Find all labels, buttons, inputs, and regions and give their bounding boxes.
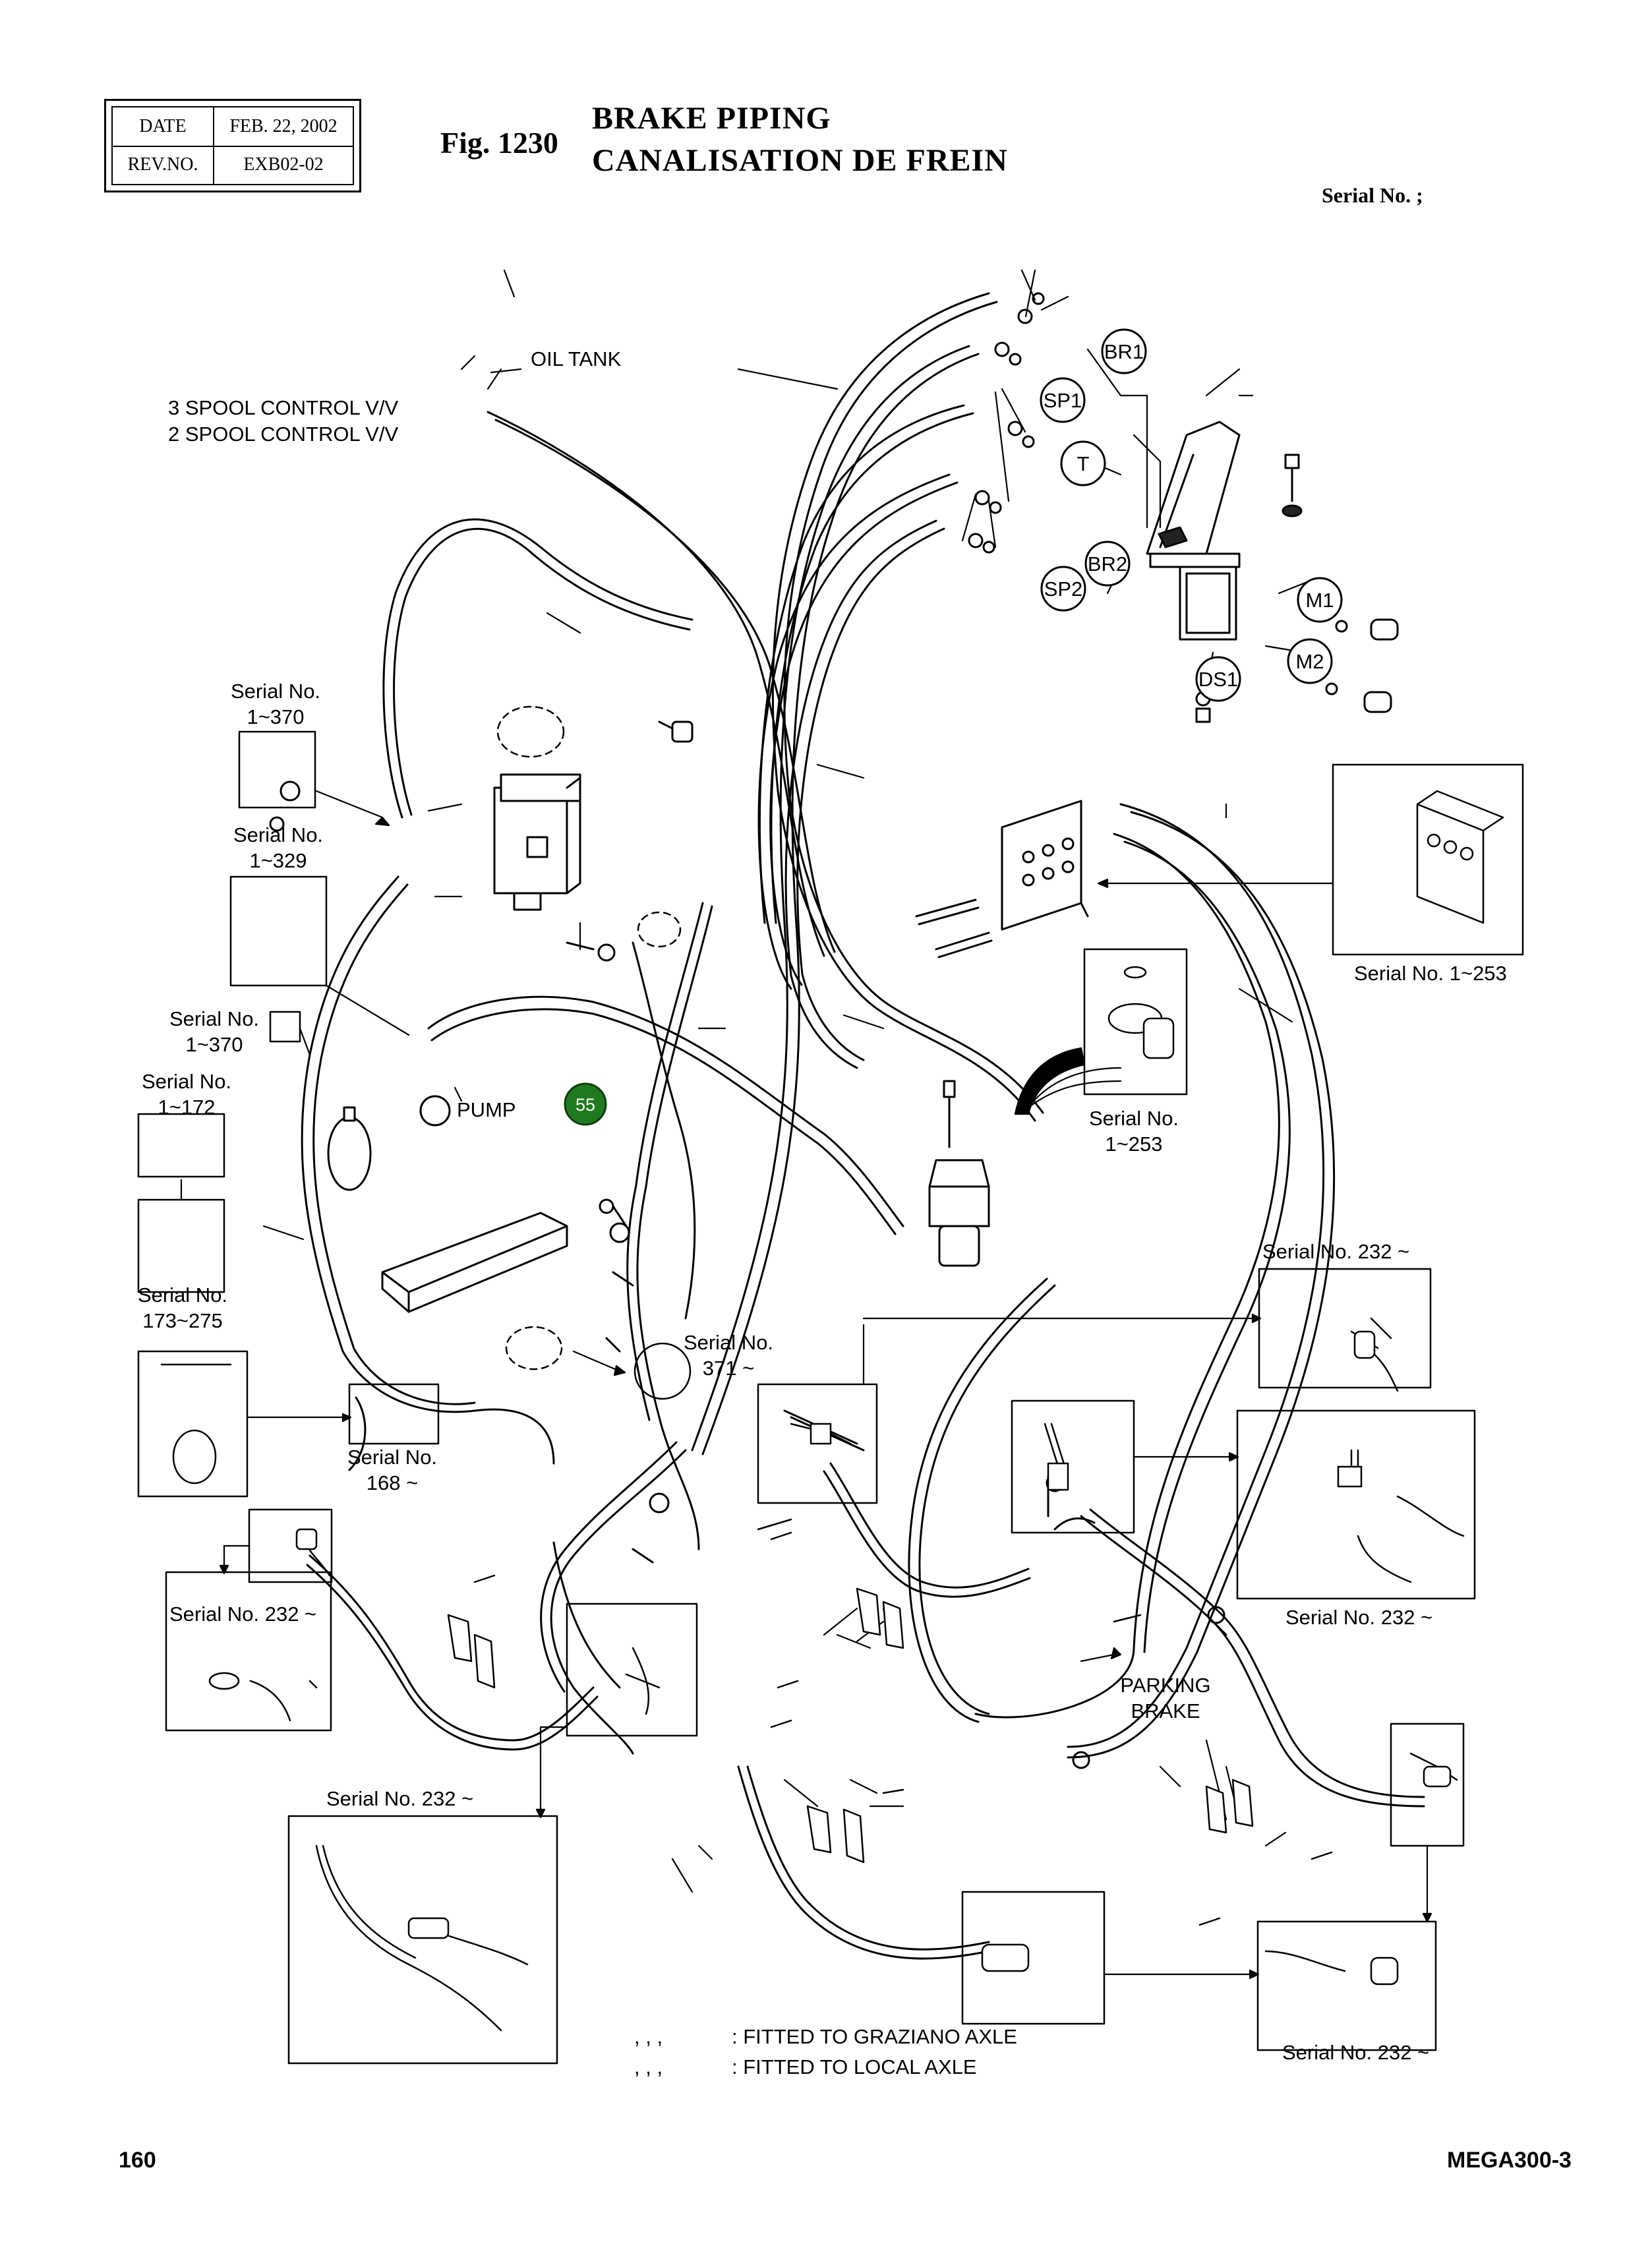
serial-168-line1: Serial No. [347,1446,438,1469]
brake-valve-assembly [1146,421,1241,723]
pump-label: PUMP [457,1098,516,1121]
parking-brake-label-line2: BRAKE [1131,1699,1200,1722]
serial-173-275: Serial No. 173~275 [117,1283,249,1334]
revision-table: DATE FEB. 22, 2002 REV.NO. EXB02-02 [104,99,361,192]
serial-1-370-a-line2: 1~370 [247,705,305,728]
brake-filter [928,1080,990,1267]
serial-1-329-line2: 1~329 [249,848,307,872]
legend-marks-local: , , , [634,2055,663,2078]
serial-371-line1: Serial No. [683,1331,774,1354]
serial-1-329-line1: Serial No. [233,823,324,846]
serial-1-370-a-line1: Serial No. [230,680,321,703]
callout-sp1: SP1 [1040,377,1086,423]
callout-sp2-text: SP2 [1044,577,1083,601]
date-label: DATE [113,107,214,146]
figure-number: Fig. 1230 [440,126,558,160]
callout-t: T [1060,440,1106,486]
spool3-label: 3 SPOOL CONTROL V/V [168,396,399,419]
rigid-tubes-lower [306,1462,1425,1960]
callout-br1-text: BR1 [1104,340,1144,363]
callout-ds1-text: DS1 [1198,668,1238,691]
callout-item-55-text: 55 [575,1095,595,1115]
serial-371-line2: 371 ~ [702,1356,755,1380]
callouts: BR1 SP1 T BR2 SP2 M1 M2 DS1 [564,328,1343,1126]
callout-t-text: T [1077,452,1090,475]
detail-contents [160,790,1504,2032]
accumulator-manifold [327,1106,568,1313]
title-english: BRAKE PIPING [592,101,831,136]
serial-1-370-b-line1: Serial No. [169,1007,260,1030]
fittings [269,292,1399,1769]
legend-local: : FITTED TO LOCAL AXLE [732,2055,977,2078]
spool2-label: 2 SPOOL CONTROL V/V [168,423,399,446]
serial-1-172-line2: 1~172 [158,1095,216,1119]
serial-1-329: Serial No. 1~329 [212,823,344,874]
serial-1-172: Serial No. 1~172 [121,1069,252,1121]
date-value: FEB. 22, 2002 [229,116,338,136]
bracket-plate [915,800,1089,958]
callout-m1-text: M1 [1305,589,1334,612]
callout-sp1-text: SP1 [1044,389,1082,412]
clamps [447,1587,1254,1864]
legend-graziano: : FITTED TO GRAZIANO AXLE [732,2025,1017,2048]
serial-232-a: Serial No. 232 ~ [1262,1240,1410,1263]
serial-1-172-line1: Serial No. [141,1070,232,1093]
callout-m2: M2 [1287,638,1333,684]
callout-sp2: SP2 [1040,566,1086,612]
serial-1-370-b-line2: 1~370 [185,1032,243,1056]
parking-brake-label: PARKING BRAKE [1113,1673,1218,1724]
serial-1-253-a: Serial No. 1~253 [1354,962,1507,985]
serial-168-line2: 168 ~ [366,1471,419,1494]
date-row: DATE FEB. 22, 2002 [113,107,353,147]
serial-1-253-b-line1: Serial No. [1088,1107,1179,1130]
serial-number-header: Serial No. ; [1322,183,1423,207]
serial-173-275-line1: Serial No. [137,1283,228,1307]
callout-br2-text: BR2 [1088,552,1127,575]
leader-lines [180,269,1432,1980]
revision-table-inner: DATE FEB. 22, 2002 REV.NO. EXB02-02 [111,106,354,185]
serial-1-370-a: Serial No. 1~370 [210,679,341,730]
callout-item-55: 55 [564,1082,607,1126]
serial-232-e: Serial No. 232 ~ [1282,2041,1430,2064]
oil-tank-label: OIL TANK [531,347,622,370]
hose-bundle-upper [301,292,1336,1759]
legend-marks-graziano: , , , [634,2025,663,2048]
serial-371: Serial No. 371 ~ [663,1330,794,1382]
model-name: MEGA300-3 [1447,2148,1572,2173]
serial-1-253-b: Serial No. 1~253 [1068,1106,1200,1158]
callout-m2-text: M2 [1295,650,1324,673]
rev-row: REV.NO. EXB02-02 [113,146,353,184]
serial-232-c: Serial No. 232 ~ [169,1603,317,1626]
callout-br1: BR1 [1101,328,1147,374]
callout-ds1: DS1 [1195,656,1241,702]
rev-value: EXB02-02 [243,154,324,175]
title-french: CANALISATION DE FREIN [592,143,1008,178]
serial-1-370-b: Serial No. 1~370 [148,1007,280,1058]
serial-232-b: Serial No. 232 ~ [1285,1606,1433,1629]
dashed-markers [496,705,682,1370]
control-valve-block [493,773,581,911]
callout-br2: BR2 [1084,541,1131,587]
bolts [473,1518,1333,1926]
callout-m1: M1 [1297,577,1343,623]
serial-232-d: Serial No. 232 ~ [326,1787,474,1810]
serial-1-253-b-line2: 1~253 [1105,1132,1163,1156]
parking-brake-label-line1: PARKING [1120,1674,1211,1697]
serial-173-275-line2: 173~275 [142,1309,223,1332]
rev-label: REV.NO. [113,146,214,184]
page-number: 160 [119,2148,156,2173]
detail-boxes [137,730,1524,2065]
detail-circle-371 [634,1342,692,1400]
serial-168: Serial No. 168 ~ [326,1445,458,1496]
